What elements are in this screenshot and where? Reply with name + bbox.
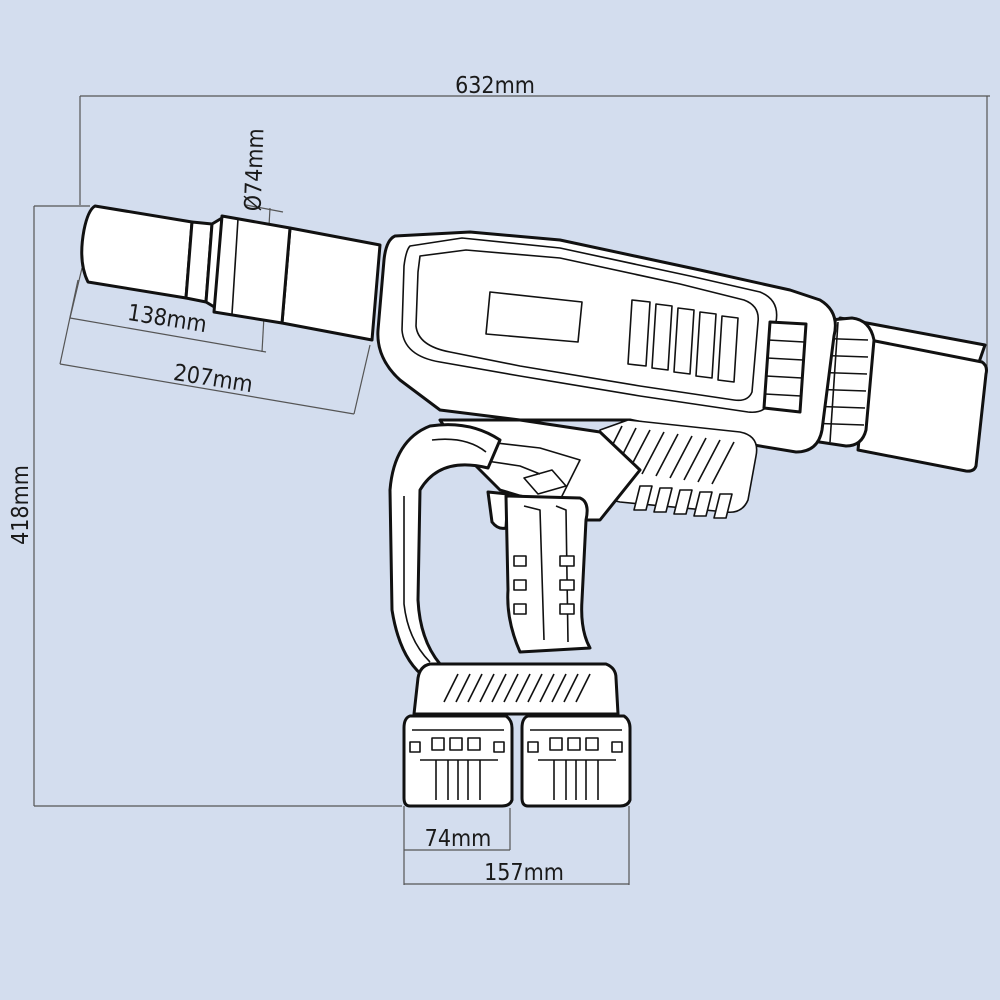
battery-left: [402, 714, 514, 808]
front-length-b-label: 207mm: [172, 360, 255, 398]
battery-mount: [412, 662, 620, 716]
front-tube: [280, 226, 382, 342]
pistol-grip: [504, 494, 592, 654]
battery-width-label: 74mm: [425, 826, 492, 852]
motor-housing: [376, 230, 837, 454]
tube-diameter-label: Ø74mm: [241, 128, 270, 212]
rear-cap: [856, 338, 988, 473]
nose-tip: [80, 204, 194, 300]
battery-pair-width-label: 157mm: [484, 860, 564, 886]
front-length-a-label: 138mm: [126, 300, 209, 338]
dimension-lines: [33, 95, 990, 885]
display-window: [485, 291, 583, 343]
tool-outline: [80, 204, 988, 808]
collar: [212, 214, 292, 325]
overall-length-label: 632mm: [455, 73, 535, 99]
battery-right: [520, 714, 632, 808]
front-handle: [388, 423, 502, 680]
overall-height-label: 418mm: [8, 465, 34, 545]
